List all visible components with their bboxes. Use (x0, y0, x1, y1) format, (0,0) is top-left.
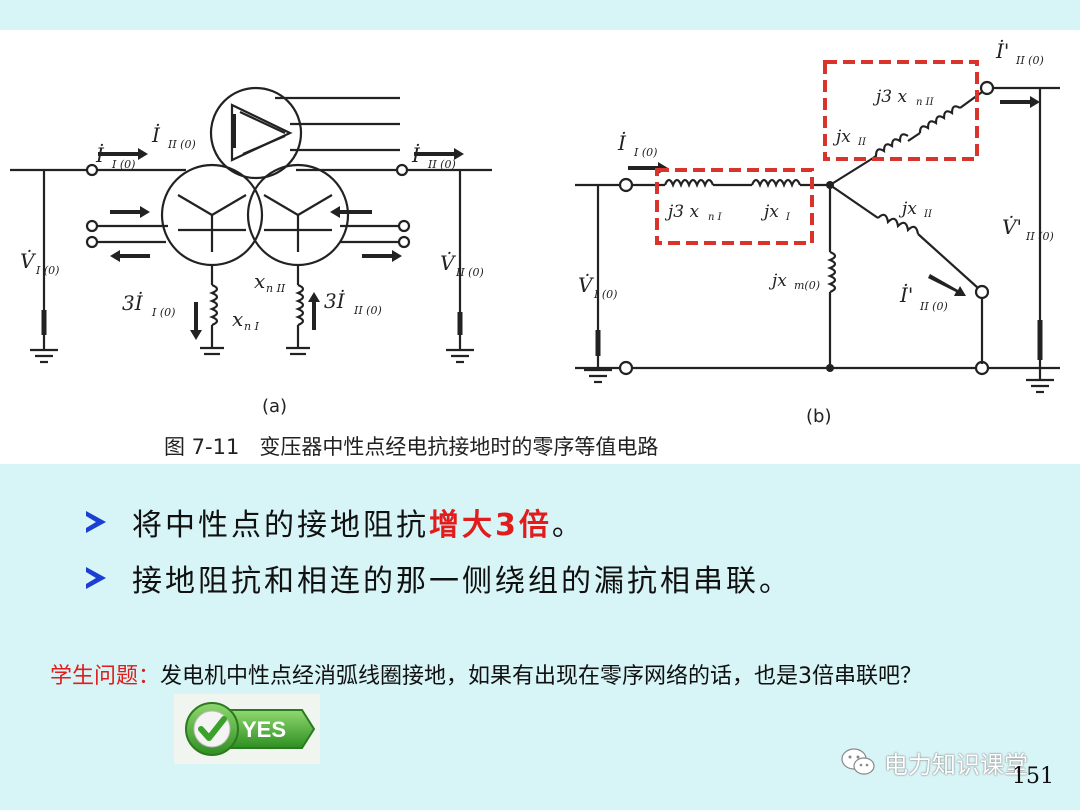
a-3I-I-label: 3İ (122, 291, 144, 315)
watermark-text: 电力知识课堂 (884, 750, 1028, 779)
page-number: 151 (1012, 764, 1054, 789)
node-dot-bottom (826, 364, 834, 372)
svg-text:n II: n II (916, 97, 935, 108)
b-jxII-top-label: jx (832, 127, 851, 147)
svg-text:II (0): II (0) (1025, 230, 1054, 243)
a-3I-II-label: 3İ (324, 289, 346, 313)
a-voltage-II-label: V̇ (440, 251, 457, 275)
student-question: 学生问题：发电机中性点经消弧线圈接地，如果有出现在零序网络的话，也是3倍串联吧？ (50, 660, 1010, 694)
svg-text:II (0): II (0) (1015, 54, 1044, 67)
circuit-figure: İ I (0) İ II (0) İ II (0) V̇ I (0) V̇ II… (0, 30, 1080, 464)
svg-text:I (0): I (0) (633, 146, 657, 159)
watermark: 电力知识课堂 (840, 744, 1050, 780)
svg-text:II: II (923, 209, 933, 220)
bullet-arrow-icon (86, 511, 106, 533)
a-xnI-label: x (232, 307, 243, 331)
svg-text:II (0): II (0) (167, 138, 196, 151)
svg-text:n I: n I (708, 212, 723, 223)
panel-b-label: (b) (806, 406, 831, 427)
bullet-text: 接地阻抗和相连的那一侧绕组的漏抗相串联。 (132, 564, 792, 599)
b-Vp-II-label: V̇' (1002, 215, 1022, 239)
question-text: 发电机中性点经消弧线圈接地，如果有出现在零序网络的话，也是3倍串联吧？ (160, 664, 923, 689)
a-xnII-label: x (254, 269, 265, 293)
b-jxII-label: jx (898, 199, 917, 219)
node-dot (826, 181, 834, 189)
svg-text:m(0): m(0) (794, 279, 820, 292)
bullet-text-end: 。 (551, 508, 585, 543)
bullet-list: 将中性点的接地阻抗增大3倍。 接地阻抗和相连的那一侧绕组的漏抗相串联。 (86, 494, 1026, 606)
question-label: 学生问题： (50, 664, 161, 689)
yes-badge-graphic: YES (185, 702, 316, 756)
svg-text:I: I (785, 212, 791, 223)
a-voltage-I-label: V̇ (20, 249, 37, 273)
svg-text:II (0): II (0) (919, 300, 948, 313)
bullet-item-2: 接地阻抗和相连的那一侧绕组的漏抗相串联。 (86, 550, 1026, 606)
bullet-arrow-icon (86, 567, 106, 589)
a-current-II-right-label: İ (411, 143, 421, 167)
a-current-I-label: İ (95, 143, 105, 167)
svg-text:I (0): I (0) (151, 306, 175, 319)
bullet-item-1: 将中性点的接地阻抗增大3倍。 (86, 494, 1026, 550)
b-j3xnI-label: j3 x (664, 202, 699, 222)
b-voltage-I-label: V̇ (578, 273, 595, 297)
svg-text:I (0): I (0) (35, 264, 59, 277)
b-Ip-II-top-label: İ' (995, 39, 1009, 63)
b-Ip-II-label: İ' (899, 283, 913, 307)
svg-text:I (0): I (0) (111, 158, 135, 171)
dashed-box-secondary (823, 60, 979, 161)
wechat-icon (841, 748, 875, 775)
svg-text:n I: n I (244, 320, 260, 333)
b-jxI-label: jx (760, 202, 779, 222)
b-jxm0-label: jx (768, 271, 787, 291)
svg-text:II (0): II (0) (455, 266, 484, 279)
bullet-highlight: 增大3倍 (429, 508, 552, 543)
check-icon (198, 716, 227, 741)
figure-caption: 图 7-11 变压器中性点经电抗接地时的零序等值电路 (164, 435, 658, 459)
yes-badge: YES (174, 694, 320, 764)
b-j3xnII-label: j3 x (872, 87, 907, 107)
svg-text:II: II (857, 137, 867, 148)
yes-text: YES (242, 717, 286, 742)
a-current-II-label: İ (151, 123, 161, 147)
bullet-text: 将中性点的接地阻抗 (132, 508, 429, 543)
b-current-I-label: İ (617, 131, 627, 155)
svg-text:I (0): I (0) (593, 288, 617, 301)
svg-text:n II: n II (266, 282, 286, 295)
dashed-box-primary (655, 168, 814, 245)
circuit-diagram: İ I (0) İ II (0) İ II (0) V̇ I (0) V̇ II… (10, 39, 1060, 459)
panel-a-label: (a) (262, 396, 287, 417)
svg-text:II (0): II (0) (427, 158, 456, 171)
svg-text:II (0): II (0) (353, 304, 382, 317)
